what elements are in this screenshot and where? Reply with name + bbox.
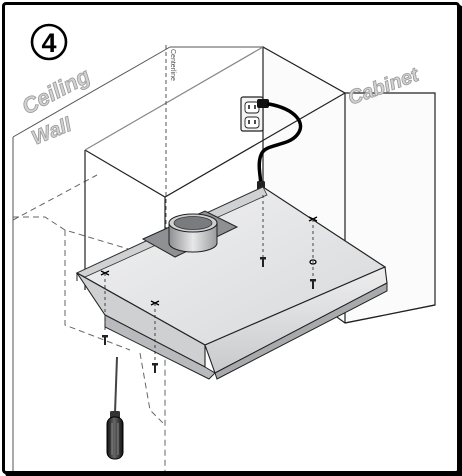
centerline-marker: Centerline [165, 45, 176, 305]
duct-collar-icon [168, 213, 218, 253]
wall-label: Wall [29, 114, 75, 150]
ceiling-label: Ceiling [18, 63, 95, 120]
screw-icon [102, 257, 316, 373]
screw-guide-lines [104, 195, 314, 361]
centerline-label: Centerline [169, 49, 176, 81]
step-number: 4 [41, 28, 56, 58]
screwdriver-icon [106, 356, 124, 460]
step-number-badge: 4 [30, 23, 68, 61]
